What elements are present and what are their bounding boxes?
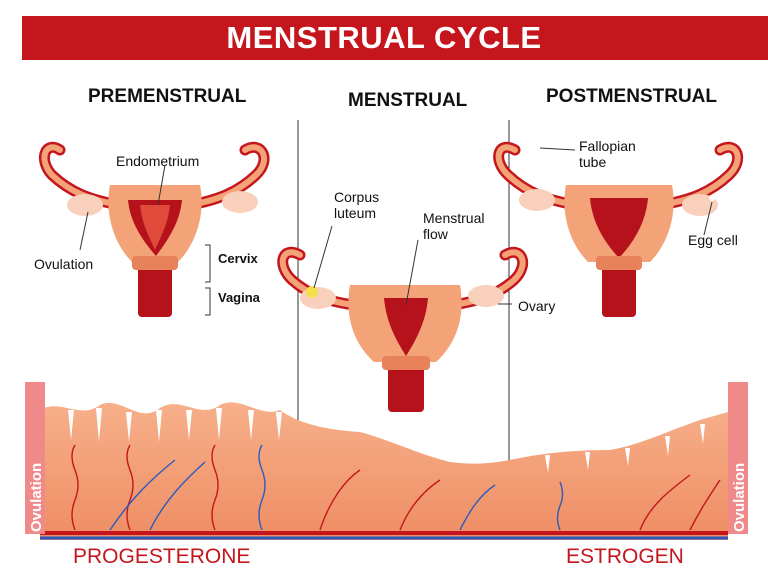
label-endometrial-layer: Endometrial layer [316,548,468,568]
ovulation-label-left: Ovulation [28,462,45,532]
page-title: MENSTRUAL CYCLE [226,20,542,55]
title-banner-bar [22,16,768,60]
label-progesterone: PROGESTERONE [73,545,251,568]
egg-cell-shape [709,195,715,201]
ovary-left [67,194,103,216]
label-vagina: Vagina [218,290,260,305]
label-pointers [79,147,713,316]
label-ovulation: Ovulation [34,256,94,272]
phase-premenstrual: PREMENSTRUAL [88,86,247,107]
uterus-menstrual [277,247,529,412]
phase-postmenstrual: POSTMENSTRUAL [546,86,717,107]
endometrial-section [40,402,728,540]
label-menstrual-flow-line2: flow [423,226,448,242]
label-estrogen: ESTROGEN [566,545,684,568]
corpus-luteum-shape [306,286,318,298]
label-fallopian-tube-line1: Fallopian [579,138,636,154]
label-menstrual-flow-line1: Menstrual [423,210,485,226]
label-corpus-luteum-line2: luteum [334,205,377,221]
vagina-shape [138,262,172,317]
label-fallopian-tube-line2: tube [579,154,607,170]
ovulation-bar-right [728,382,748,534]
phase-menstrual: MENSTRUAL [348,90,468,111]
ovulation-label-right: Ovulation [731,462,748,532]
label-corpus-luteum-line1: Corpus [334,189,380,205]
label-egg-cell: Egg cell [688,232,738,248]
label-ovary: Ovary [518,298,556,314]
label-cervix: Cervix [218,251,258,266]
ovary-right [222,191,258,213]
uterus-postmenstrual [493,142,744,317]
label-endometrium: Endometrium [116,153,200,169]
uterus-premenstrual [38,141,270,317]
ovulation-bar-left [25,382,45,534]
